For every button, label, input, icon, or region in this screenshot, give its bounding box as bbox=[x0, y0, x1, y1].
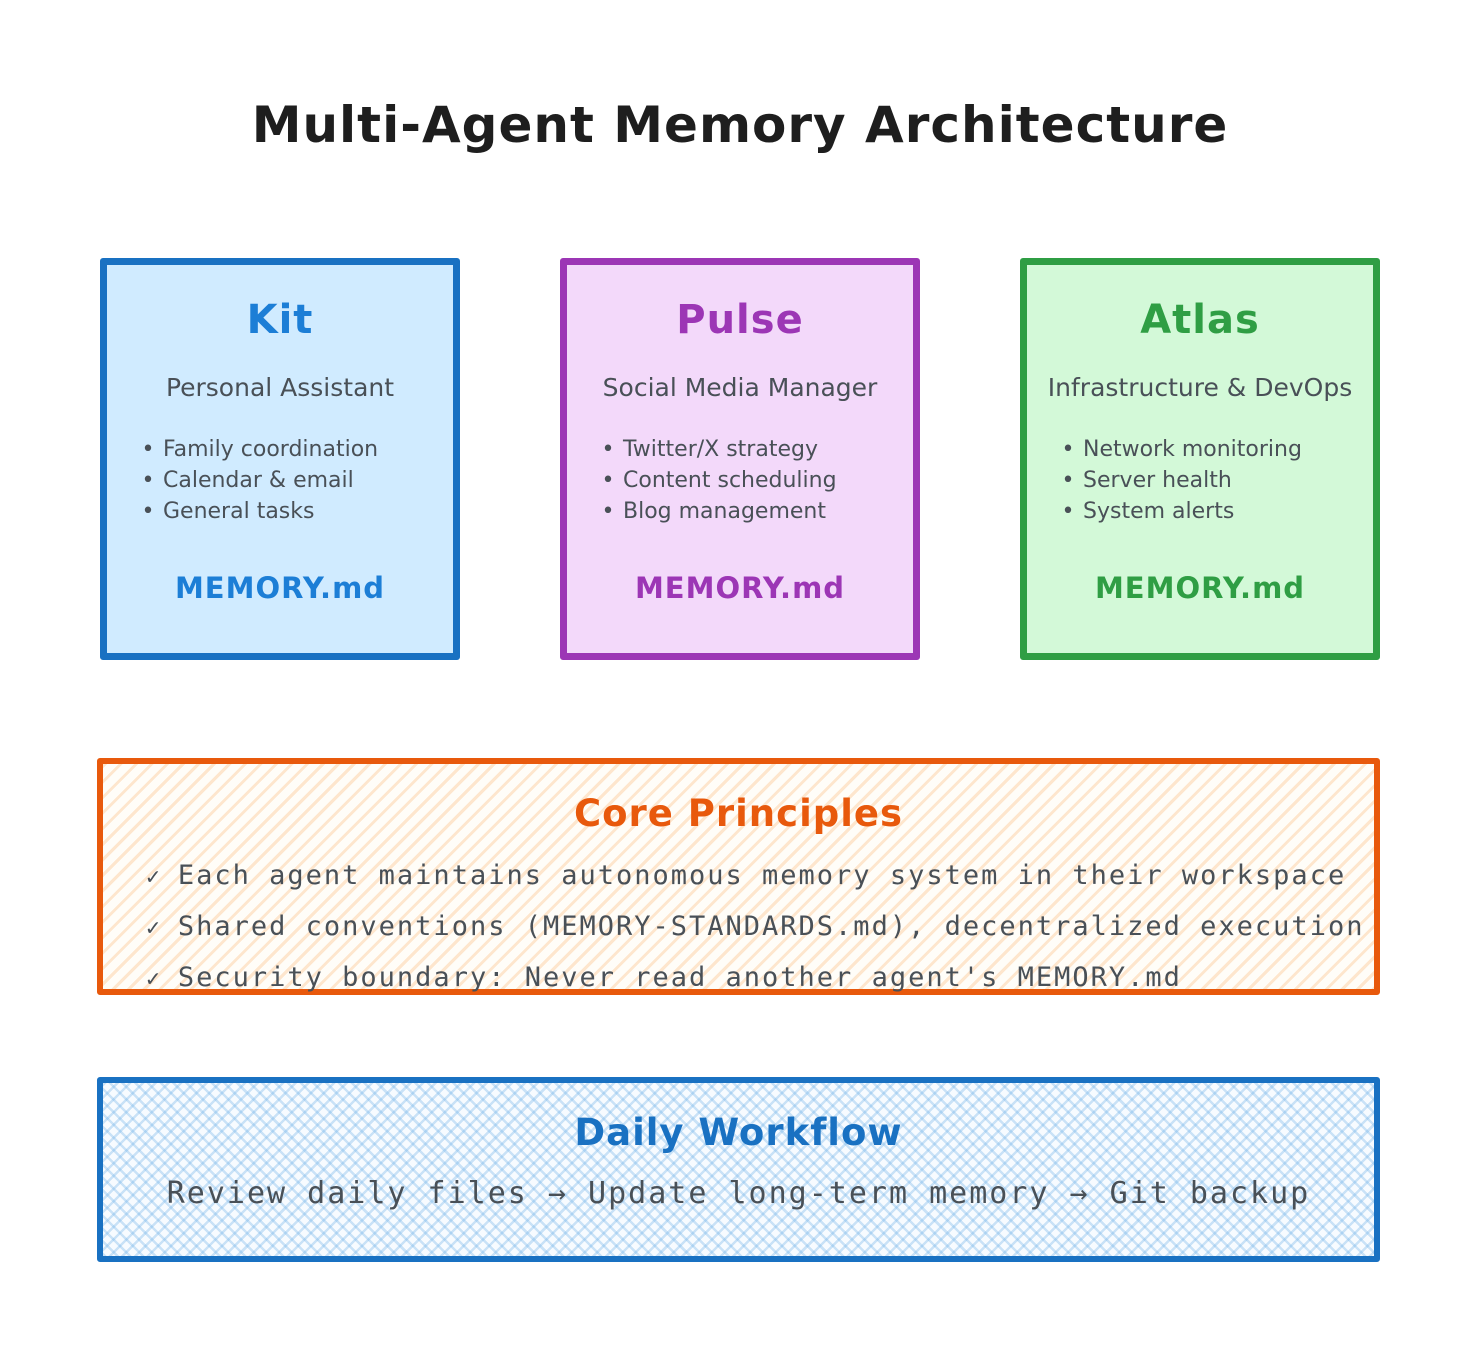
core-principles-title: Core Principles bbox=[573, 792, 904, 835]
agent-card-atlas: Atlas Infrastructure & DevOps • Network m… bbox=[1020, 258, 1380, 660]
agent-capabilities-kit: • Family coordination • Calendar & email •… bbox=[107, 434, 453, 527]
list-item: • Server health bbox=[1053, 465, 1373, 496]
capability-label: Calendar & email bbox=[163, 468, 354, 493]
page-title: Multi-Agent Memory Architecture bbox=[251, 96, 1229, 154]
bullet-icon: • bbox=[141, 499, 155, 524]
agent-capabilities-atlas: • Network monitoring • Server health • Syst… bbox=[1027, 434, 1373, 527]
workflow-steps: Review daily files → Update long-term me… bbox=[166, 1176, 1311, 1211]
bullet-icon: • bbox=[1061, 468, 1075, 493]
check-icon: ✓ bbox=[146, 966, 162, 992]
bullet-icon: • bbox=[141, 468, 155, 493]
capability-label: Server health bbox=[1083, 468, 1232, 493]
bullet-icon: • bbox=[601, 499, 615, 524]
list-item: • Network monitoring bbox=[1053, 434, 1373, 465]
bullet-icon: • bbox=[601, 437, 615, 462]
capability-label: General tasks bbox=[163, 499, 315, 524]
capability-label: Network monitoring bbox=[1083, 437, 1302, 462]
list-item: • Twitter/X strategy bbox=[593, 434, 913, 465]
agent-name-pulse: Pulse bbox=[676, 297, 804, 343]
principle-row: ✓ Shared conventions (MEMORY-STANDARDS.m… bbox=[146, 902, 1374, 953]
core-principles-list: ✓ Each agent maintains autonomous memory… bbox=[103, 851, 1374, 1004]
agent-role-pulse: Social Media Manager bbox=[602, 373, 878, 402]
bullet-icon: • bbox=[1061, 437, 1075, 462]
memory-file-label-kit: MEMORY.md bbox=[174, 571, 386, 605]
bullet-icon: • bbox=[141, 437, 155, 462]
agent-capabilities-pulse: •Twitter/X strategy •Content scheduling … bbox=[567, 434, 913, 527]
agent-role-kit: Personal Assistant bbox=[165, 373, 395, 402]
capability-label: Twitter/X strategy bbox=[623, 437, 818, 462]
check-icon: ✓ bbox=[146, 915, 162, 941]
principle-row: ✓ Each agent maintains autonomous memory… bbox=[146, 851, 1374, 902]
memory-file-label-pulse: MEMORY.md bbox=[634, 571, 846, 605]
agent-role-atlas: Infrastructure & DevOps bbox=[1047, 373, 1353, 402]
list-item: • Calendar & email bbox=[133, 465, 453, 496]
agent-card-pulse: Pulse Social Media Manager • Twitter/X st… bbox=[560, 258, 920, 660]
daily-workflow-title: Daily Workflow bbox=[574, 1111, 903, 1154]
capability-label: Family coordination bbox=[163, 437, 379, 462]
capability-label: Content scheduling bbox=[623, 468, 837, 493]
capability-label: System alerts bbox=[1083, 499, 1235, 524]
list-item: • System alerts bbox=[1053, 496, 1373, 527]
principle-row: ✓ Security boundary: Never read another … bbox=[146, 953, 1374, 1004]
memory-file-label-atlas: MEMORY.md bbox=[1094, 571, 1306, 605]
principle-text: Each agent maintains autonomous memory s… bbox=[177, 860, 1347, 891]
agent-name-atlas: Atlas bbox=[1140, 297, 1260, 343]
principle-text: Shared conventions (MEMORY-STANDARDS.md)… bbox=[177, 911, 1365, 942]
bullet-icon: • bbox=[601, 468, 615, 493]
daily-workflow-panel: Daily Workflow Review daily files → Upda… bbox=[97, 1077, 1380, 1262]
bullet-icon: • bbox=[1061, 499, 1075, 524]
principle-text: Security boundary: Never read another ag… bbox=[177, 962, 1182, 993]
check-icon: ✓ bbox=[146, 864, 162, 890]
list-item: • Family coordination bbox=[133, 434, 453, 465]
capability-label: Blog management bbox=[623, 499, 826, 524]
list-item: • Blog management bbox=[593, 496, 913, 527]
agent-card-kit: Kit Personal Assistant • Family coordinat… bbox=[100, 258, 460, 660]
agent-name-kit: Kit bbox=[246, 297, 314, 343]
core-principles-panel: Core Principles ✓ Each agent maintains a… bbox=[97, 758, 1380, 995]
list-item: • General tasks bbox=[133, 496, 453, 527]
list-item: • Content scheduling bbox=[593, 465, 913, 496]
